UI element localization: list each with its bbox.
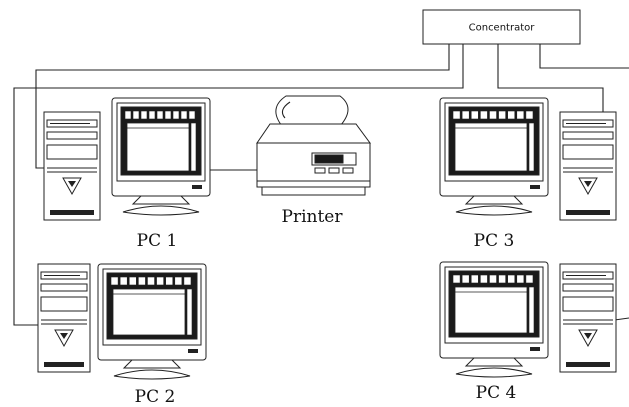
pc2-tower-icon [37,263,91,373]
network-cables [13,44,629,326]
pc3-tower-icon [559,111,617,221]
pc4-tower-icon [559,263,617,373]
pc4-label: PC 4 [476,383,517,403]
pc3-monitor-icon [439,97,549,216]
pc3-label: PC 3 [474,231,515,251]
pc4-monitor-icon [439,261,549,378]
printer-label: Printer [282,207,344,227]
pc2-monitor-icon [97,263,207,380]
cable-pc1 [35,44,450,169]
cable-pc2 [13,44,464,326]
concentrator: Concentrator [422,9,581,45]
pc2-label: PC 2 [135,387,176,407]
cable-pc4 [539,44,629,69]
printer-icon [256,95,371,196]
workstations [37,97,617,380]
pc1-tower-icon [43,111,101,221]
pc1-label: PC 1 [137,231,178,251]
concentrator-label: Concentrator [469,23,536,34]
pc1-monitor-icon [111,97,211,216]
